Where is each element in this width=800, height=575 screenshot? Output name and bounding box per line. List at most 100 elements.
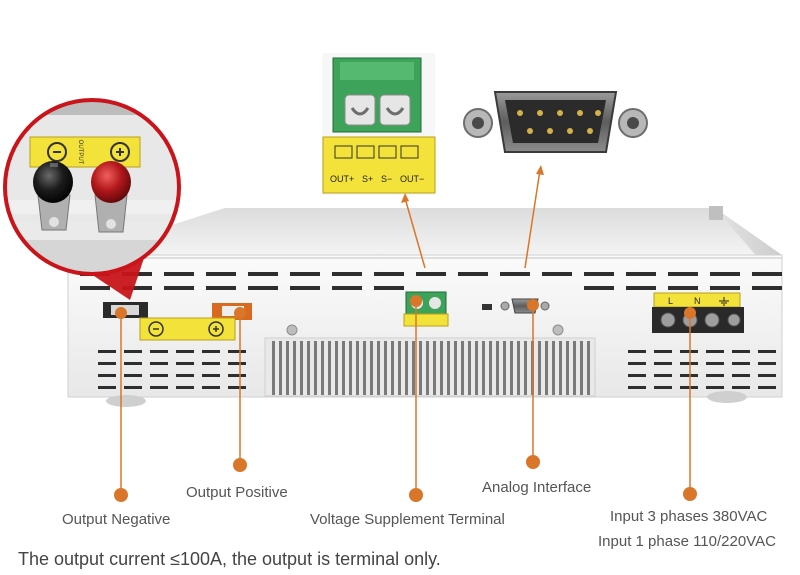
output-warning-plate — [139, 317, 236, 341]
indicator-slot — [482, 304, 492, 310]
vent-slot — [710, 286, 740, 290]
vent-slot — [680, 374, 698, 377]
vent-slot — [654, 362, 672, 365]
vent-slot — [150, 374, 168, 377]
db9-pin — [557, 110, 563, 116]
vent-slot — [98, 362, 116, 365]
heatsink-fin — [314, 341, 317, 395]
vent-slot — [290, 272, 320, 276]
heatsink-fin — [440, 341, 443, 395]
vent-slot — [248, 286, 278, 290]
heatsink-fin — [349, 341, 352, 395]
heatsink-fin — [447, 341, 450, 395]
db9-pin — [595, 110, 601, 116]
heatsink-fin — [272, 341, 275, 395]
caption: The output current ≤100A, the output is … — [18, 549, 441, 569]
db9-pin — [567, 128, 573, 134]
vent-slot — [176, 386, 194, 389]
label-analog-interface: Analog Interface — [482, 479, 592, 496]
heatsink-fin — [587, 341, 590, 395]
label-input-three-phase: Input 3 phases 380VAC — [610, 508, 768, 525]
heatsink-fin — [370, 341, 373, 395]
label-out-plus: OUT+ — [330, 174, 354, 184]
heatsink-fin — [496, 341, 499, 395]
vent-slot — [228, 362, 246, 365]
vent-slot — [374, 272, 404, 276]
vent-slot — [176, 362, 194, 365]
label-s-plus: S+ — [362, 174, 373, 184]
vent-slot — [758, 350, 776, 353]
output-positive-terminal — [212, 303, 252, 320]
callout-dots — [114, 295, 697, 502]
db9-pin — [547, 128, 553, 134]
heatsink-fin — [545, 341, 548, 395]
zoom-output-text: OUTPUT — [77, 140, 83, 165]
vent-slot — [176, 374, 194, 377]
vent-slot — [458, 272, 488, 276]
vent-slot — [668, 272, 698, 276]
vent-slot — [248, 272, 278, 276]
heatsink-fin — [489, 341, 492, 395]
inset-voltage-terminal: OUT+ S+ S− OUT− — [322, 53, 436, 195]
vent-slot — [752, 286, 782, 290]
vent-slot — [500, 272, 530, 276]
vent-slot — [416, 272, 446, 276]
vent-slot — [150, 362, 168, 365]
ground-icon — [719, 297, 729, 306]
heatsink-fin — [412, 341, 415, 395]
heatsink-fin — [524, 341, 527, 395]
heatsink-fin — [328, 341, 331, 395]
vent-slot — [124, 386, 142, 389]
inset-analog-interface — [458, 82, 655, 157]
vent-slot — [124, 362, 142, 365]
heatsink-fin — [286, 341, 289, 395]
heatsink-fin — [538, 341, 541, 395]
heatsink-fin — [405, 341, 408, 395]
vent-slot — [654, 350, 672, 353]
vent-slot — [98, 350, 116, 353]
db9-pin — [517, 110, 523, 116]
vent-slot — [732, 374, 750, 377]
db9-pin — [577, 110, 583, 116]
vent-slot — [374, 286, 404, 290]
vent-slot — [332, 286, 362, 290]
vent-slot — [206, 272, 236, 276]
sense-terminal-block — [403, 291, 449, 327]
screw-icon — [552, 324, 564, 336]
heatsink-fin — [398, 341, 401, 395]
heatsink — [264, 337, 596, 397]
vent-slot — [706, 374, 724, 377]
vent-slot — [202, 374, 220, 377]
vent-slot — [122, 286, 152, 290]
heatsink-fin — [293, 341, 296, 395]
vent-slot — [680, 386, 698, 389]
vent-slot — [732, 386, 750, 389]
label-voltage-supplement-terminal: Voltage Supplement Terminal — [310, 511, 505, 528]
db9-pin — [537, 110, 543, 116]
heatsink-fin — [573, 341, 576, 395]
heatsink-fin — [552, 341, 555, 395]
vent-slot — [228, 350, 246, 353]
ac-input-terminal: L N — [652, 292, 744, 333]
heatsink-fin — [517, 341, 520, 395]
vent-slot — [228, 374, 246, 377]
vent-slot — [758, 374, 776, 377]
vent-slot — [626, 272, 656, 276]
heatsink-fin — [384, 341, 387, 395]
vent-slot — [206, 286, 236, 290]
heatsink-fin — [363, 341, 366, 395]
vent-slot — [202, 350, 220, 353]
vent-slot — [202, 386, 220, 389]
heatsink-fin — [503, 341, 506, 395]
vent-slot — [124, 350, 142, 353]
vent-slot — [164, 272, 194, 276]
label-s-minus: S− — [381, 174, 392, 184]
heatsink-fin — [580, 341, 583, 395]
zoom-output-terminals: OUTPUT — [3, 98, 181, 300]
vent-slots-lower — [98, 350, 776, 389]
vent-slot — [542, 272, 572, 276]
heatsink-fin — [426, 341, 429, 395]
vent-slot — [758, 386, 776, 389]
heatsink-fin — [454, 341, 457, 395]
